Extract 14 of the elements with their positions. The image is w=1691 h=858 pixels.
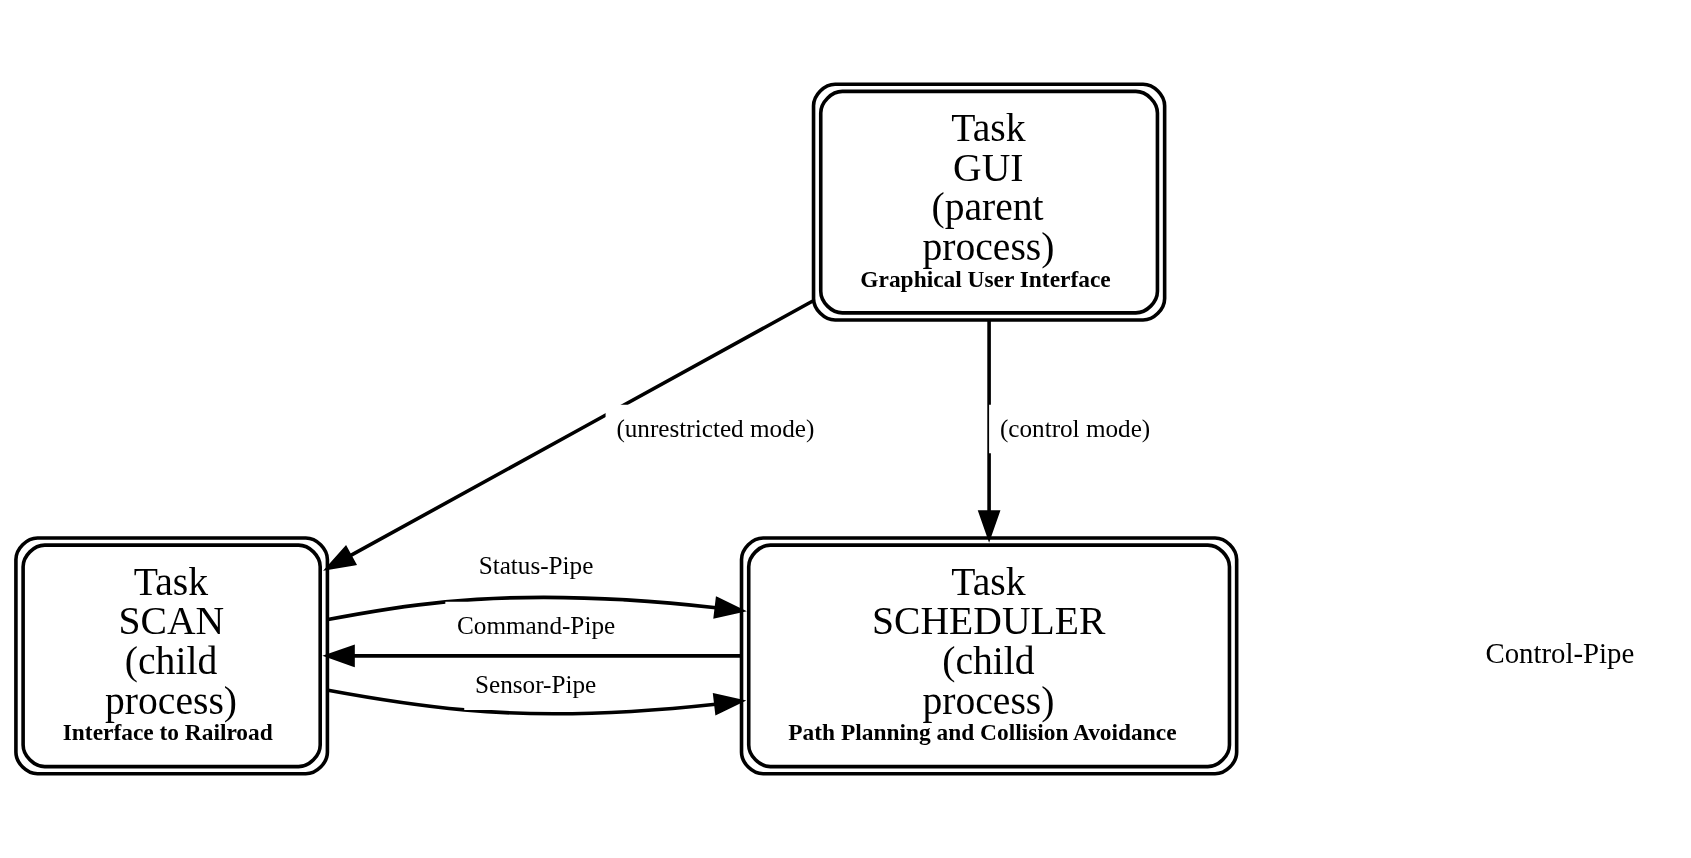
arrow (323, 299, 815, 571)
edge-label: (control mode) (999, 414, 1151, 442)
arrow (327, 595, 747, 622)
node-box: Task SCAN (child process) Interface to Railroad (14, 536, 330, 776)
arrow (327, 688, 747, 716)
edge-label: (unrestricted mode) (616, 414, 815, 442)
node-box: Task SCHEDULER (child process) Path Planning and Collision Avoidance (739, 536, 1239, 776)
edge-label: Status-Pipe (478, 552, 594, 580)
arrow (977, 320, 1001, 543)
label: Control-Pipe (1485, 636, 1635, 669)
arrow (322, 644, 742, 668)
edge-label: Command-Pipe (457, 611, 616, 639)
edge-label: Sensor-Pipe (475, 671, 597, 699)
node-box: Task GUI (parent process) Graphical User Interface (811, 82, 1167, 322)
